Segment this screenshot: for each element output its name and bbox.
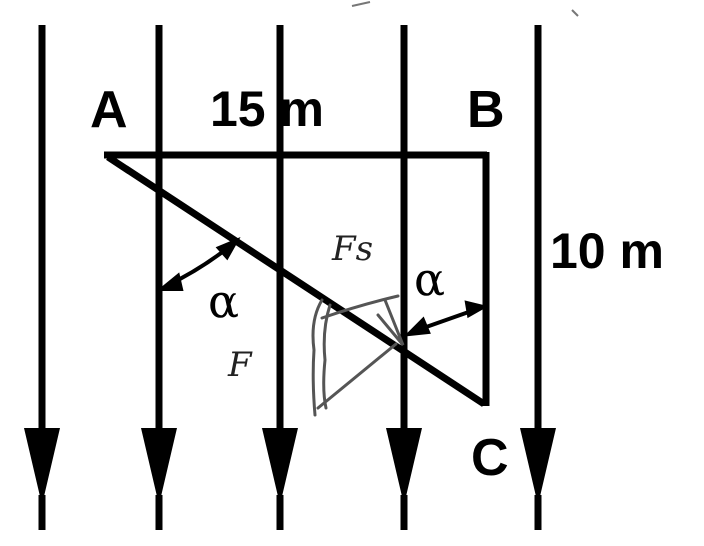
label-angle-left: α (208, 274, 240, 328)
angle-arrow-right-b (464, 300, 489, 319)
arrowhead-3 (262, 428, 298, 505)
label-b: B (467, 81, 505, 139)
label-force-fs: Fs (332, 229, 374, 269)
scan-mark-right (571, 9, 579, 17)
angle-arrow-left-b (215, 236, 241, 261)
arrowhead-2 (141, 428, 177, 505)
label-angle-right: α (414, 252, 446, 306)
label-length-bc: 10 m (550, 223, 664, 279)
hypotenuse-ac (106, 154, 486, 407)
force-sketch (311, 294, 405, 417)
triangle-abc (104, 151, 490, 407)
force-bracket (311, 298, 324, 417)
label-force-f: F (228, 345, 252, 385)
angle-arrow-left-a (156, 272, 184, 291)
label-length-ab: 15 m (210, 81, 324, 137)
angle-marker-right (403, 300, 489, 337)
arrowhead-5 (520, 428, 556, 505)
angle-marker-left (156, 236, 241, 291)
label-c: C (471, 429, 509, 487)
force-arrow-tip (376, 298, 405, 346)
label-a: A (90, 81, 128, 139)
angle-arrow-right-a (403, 316, 431, 337)
force-vector-Fs (320, 294, 400, 320)
scan-mark-top (351, 1, 371, 7)
field-arrowheads (24, 428, 556, 505)
arrowhead-1 (24, 428, 60, 505)
force-vector-F (316, 342, 398, 410)
scan-marks (351, 1, 579, 17)
force-bracket-inner (322, 303, 332, 410)
arrowhead-4 (386, 428, 422, 505)
